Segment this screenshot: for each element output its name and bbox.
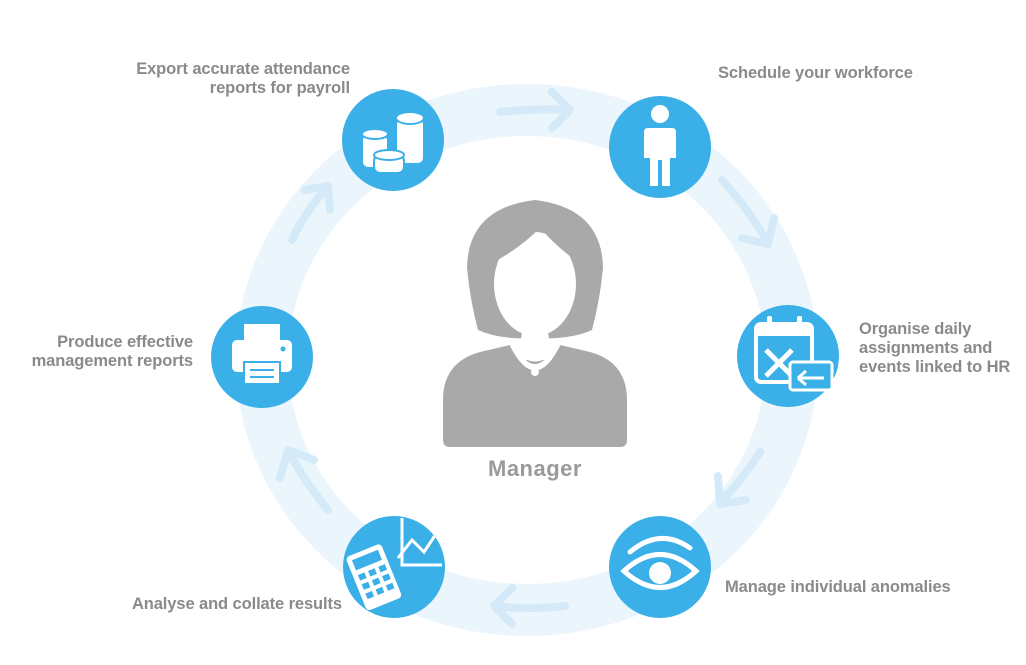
arrow-reports-to-export bbox=[288, 182, 334, 244]
label-export: Export accurate attendance reports for p… bbox=[136, 60, 350, 97]
coins-icon bbox=[361, 111, 425, 174]
arrow-analyse-to-reports bbox=[276, 446, 332, 514]
label-reports: Produce effective management reports bbox=[31, 333, 194, 370]
step-reports bbox=[211, 306, 313, 408]
step-schedule bbox=[609, 96, 711, 198]
person-icon bbox=[644, 105, 676, 186]
arrow-export-to-schedule bbox=[496, 88, 574, 132]
label-analyse: Analyse and collate results bbox=[131, 595, 342, 613]
calendar-icon bbox=[754, 316, 834, 392]
manager-person-icon bbox=[443, 200, 627, 447]
eye-icon bbox=[620, 535, 700, 590]
step-analyse bbox=[343, 516, 445, 618]
arrow-schedule-to-organise bbox=[718, 176, 778, 248]
step-circle-export bbox=[342, 89, 444, 191]
manager-title: Manager bbox=[488, 456, 582, 481]
label-schedule: Schedule your workforce bbox=[718, 64, 913, 82]
arrow-anomalies-to-analyse bbox=[490, 584, 569, 628]
printer-icon bbox=[232, 324, 292, 385]
calculator-chart-icon bbox=[346, 518, 442, 611]
step-anomalies bbox=[609, 516, 711, 618]
step-export bbox=[342, 89, 444, 191]
cycle-arrows bbox=[276, 88, 778, 628]
arrow-organise-to-anomalies bbox=[714, 448, 764, 508]
label-anomalies: Manage individual anomalies bbox=[725, 578, 951, 596]
label-organise: Organise daily assignments and events li… bbox=[859, 320, 1011, 376]
step-organise bbox=[737, 305, 839, 407]
